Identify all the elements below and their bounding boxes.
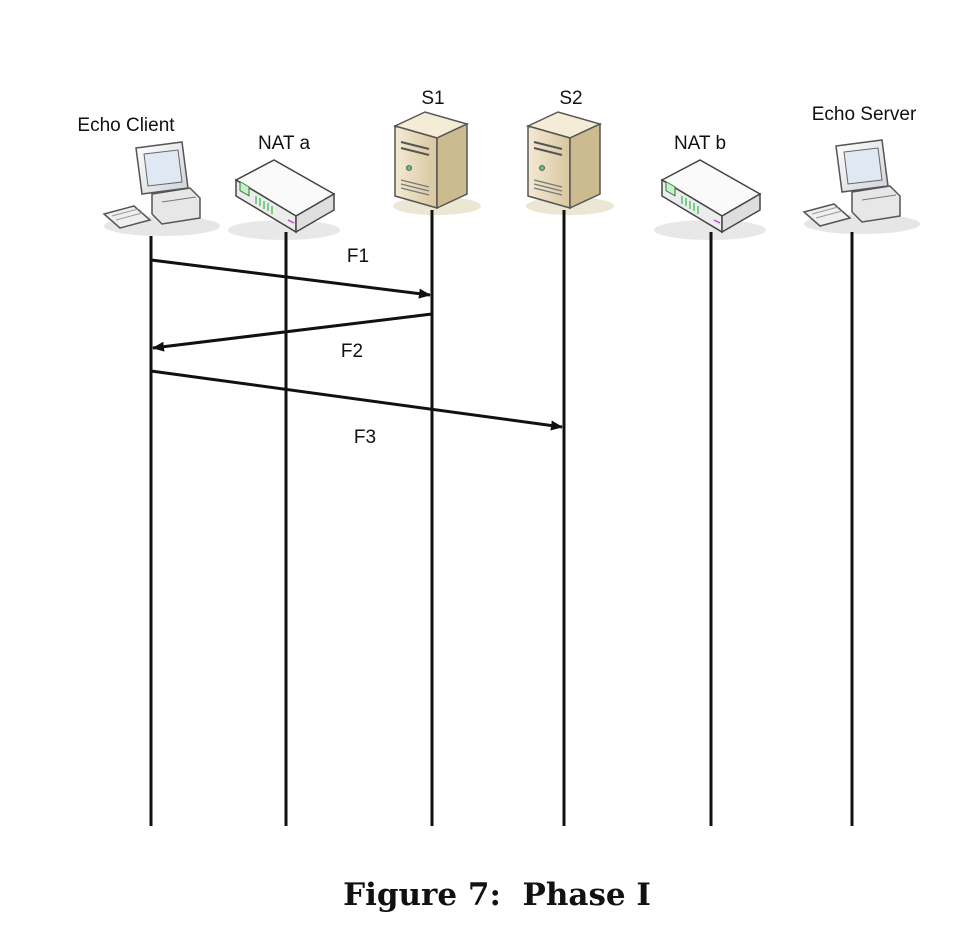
- participant-s2: S2: [525, 88, 614, 215]
- participant-label: Echo Server: [812, 104, 917, 125]
- message-arrow-f2: [152, 312, 433, 352]
- router-icon: [228, 159, 340, 240]
- server-icon: [392, 111, 481, 215]
- participant-label: S2: [559, 88, 582, 109]
- messages: [150, 258, 563, 431]
- workstation-icon: [102, 141, 220, 236]
- participant-nat-a: NAT a: [228, 133, 340, 240]
- participant-label: S1: [421, 88, 444, 109]
- participant-label: NAT b: [674, 133, 726, 154]
- workstation-icon: [802, 139, 920, 234]
- message-label-f3: F3: [354, 427, 376, 448]
- message-arrow-f3: [150, 369, 563, 431]
- message-label-f2: F2: [341, 341, 363, 362]
- participant-echo-server: Echo Server: [802, 104, 920, 234]
- participant-nat-b: NAT b: [654, 133, 766, 240]
- participant-s1: S1: [392, 88, 481, 215]
- participant-echo-client: Echo Client: [77, 115, 220, 236]
- router-icon: [654, 159, 766, 240]
- message-label-f1: F1: [347, 246, 369, 267]
- participant-label: Echo Client: [77, 115, 175, 136]
- lifelines: [149, 210, 854, 826]
- figure-caption: Figure 7: Phase I: [343, 877, 651, 913]
- message-arrow-f1: [150, 258, 431, 299]
- server-icon: [525, 111, 614, 215]
- participant-label: NAT a: [258, 133, 311, 154]
